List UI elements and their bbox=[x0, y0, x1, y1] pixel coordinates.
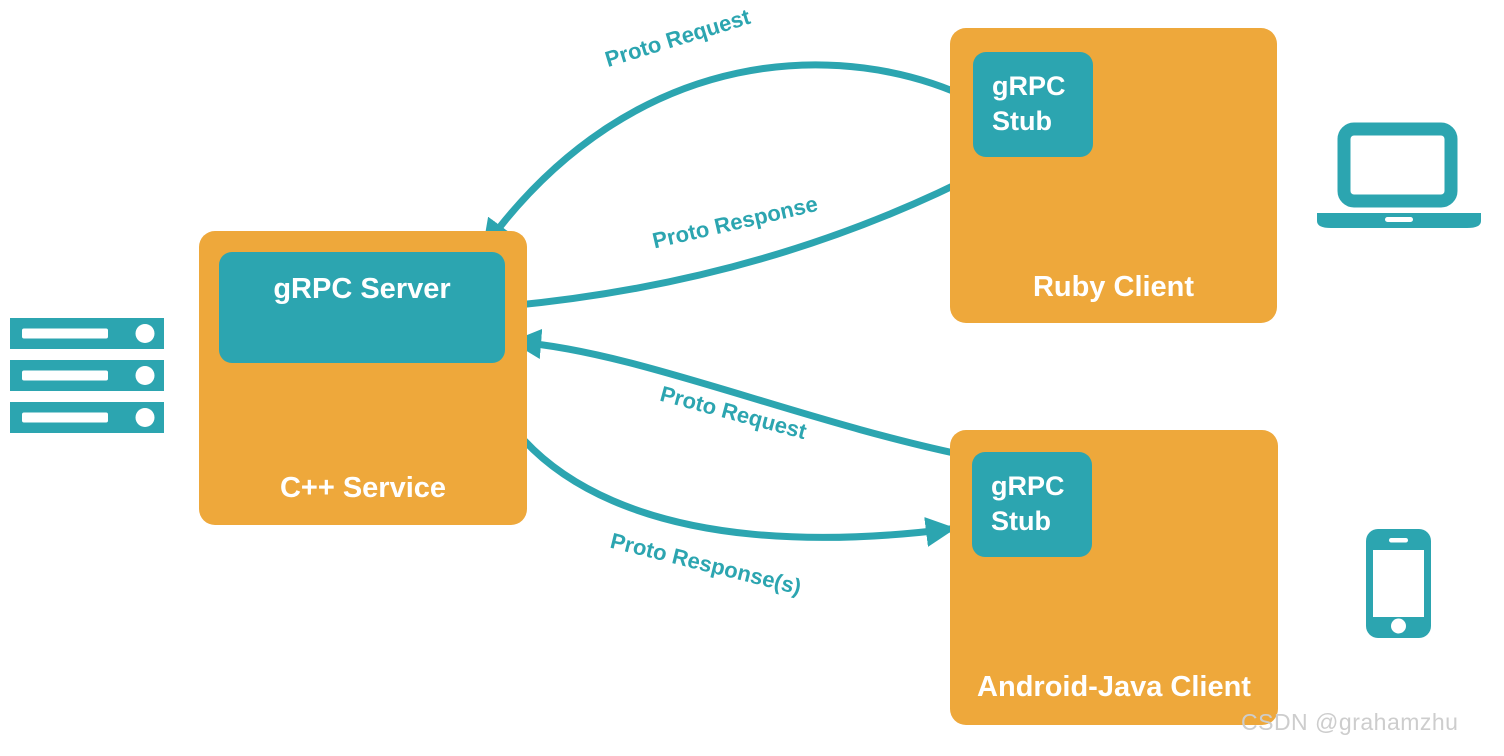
proto-request-android-arrow bbox=[511, 328, 977, 461]
grpc-server-label: gRPC Server bbox=[273, 273, 451, 305]
android-grpc-stub-box: gRPC Stub bbox=[972, 452, 1092, 557]
android-client-label: Android-Java Client bbox=[977, 671, 1251, 703]
smartphone-icon bbox=[1366, 529, 1431, 638]
android-grpc-stub-label: gRPC Stub bbox=[991, 471, 1065, 536]
proto-request-ruby-label: Proto Request bbox=[602, 4, 754, 72]
cpp-service-label: C++ Service bbox=[279, 472, 447, 504]
ruby-grpc-stub-box: gRPC Stub bbox=[973, 52, 1093, 157]
proto-response-android-label: Proto Response(s) bbox=[607, 528, 804, 600]
ruby-client-box: gRPC Stub Ruby Client bbox=[950, 28, 1277, 323]
ruby-grpc-stub-label: gRPC Stub bbox=[992, 71, 1066, 136]
server-rack-icon bbox=[10, 318, 164, 433]
watermark-text: CSDN @grahamzhu bbox=[1241, 709, 1459, 735]
proto-response-ruby-arrow bbox=[504, 166, 991, 310]
ruby-client-label: Ruby Client bbox=[1032, 271, 1195, 303]
proto-response-ruby-label: Proto Response bbox=[650, 191, 821, 254]
proto-request-android-label: Proto Request bbox=[657, 381, 810, 445]
cpp-service-box: gRPC Server C++ Service bbox=[199, 231, 527, 525]
laptop-icon bbox=[1317, 122, 1481, 228]
grpc-server-box: gRPC Server bbox=[219, 252, 505, 363]
android-client-box: gRPC Stub Android-Java Client bbox=[950, 430, 1278, 725]
proto-response-android-arrow bbox=[477, 362, 956, 547]
